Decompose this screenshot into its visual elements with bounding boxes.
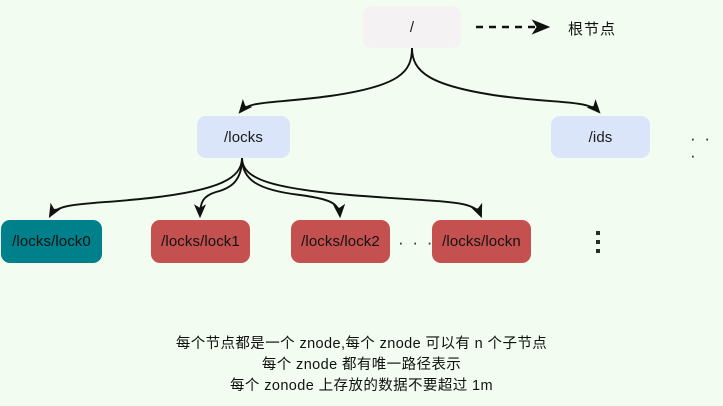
node-root-label: / — [409, 18, 415, 36]
ellipsis-dot — [596, 249, 600, 253]
node-locks-lock2[interactable]: /locks/lock2 — [291, 220, 390, 263]
node-locks-lockn-label: /locks/lockn — [442, 233, 521, 250]
edge-root-to-ids — [411, 47, 601, 114]
node-locks-lock1[interactable]: /locks/lock1 — [151, 220, 250, 263]
node-locks[interactable]: /locks — [197, 116, 290, 158]
edge-locks-to-lockn — [241, 157, 483, 219]
node-locks-lockn[interactable]: /locks/lockn — [432, 220, 531, 263]
node-locks-lock0-label: /locks/lock0 — [12, 233, 91, 250]
node-ids[interactable]: /ids — [551, 116, 650, 158]
node-ids-label: /ids — [588, 128, 613, 146]
root-node-annotation-label: 根节点 — [568, 21, 617, 38]
caption-line-1: 每个节点都是一个 znode,每个 znode 可以有 n 个子节点 — [175, 336, 548, 352]
node-locks-lock1-label: /locks/lock1 — [161, 233, 240, 250]
ellipsis-leaf-row: · · · — [398, 233, 435, 252]
ellipsis-dot — [596, 231, 600, 235]
edge-locks-to-lock1 — [193, 157, 243, 219]
caption-line-2: 每个 znode 都有唯一路径表示 — [261, 357, 462, 373]
node-locks-label: /locks — [224, 128, 263, 146]
caption-line-3: 每个 zonode 上存放的数据不要超过 1m — [230, 378, 493, 394]
ellipsis-dot — [596, 240, 600, 244]
node-root[interactable]: / — [363, 6, 461, 48]
node-locks-lock0[interactable]: /locks/lock0 — [1, 220, 102, 263]
edge-locks-to-lock0 — [48, 157, 243, 218]
ellipsis-vertical-leaf-column — [596, 231, 600, 253]
edge-locks-to-lock2 — [241, 157, 346, 219]
ellipsis-top-right: · · · — [690, 129, 713, 165]
node-locks-lock2-label: /locks/lock2 — [301, 233, 380, 250]
edge-root-to-locks — [238, 47, 413, 114]
